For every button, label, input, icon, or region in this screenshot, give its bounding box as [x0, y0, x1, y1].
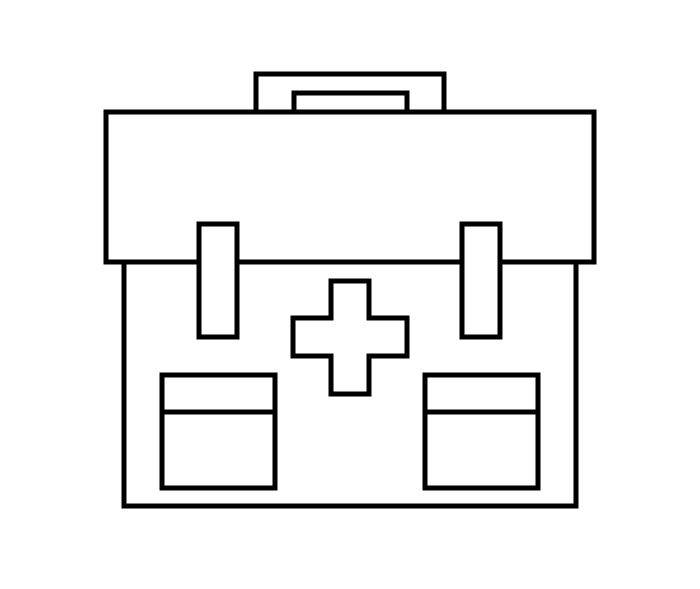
right-strap [459, 221, 503, 340]
left-strap [196, 221, 240, 340]
right-pocket [422, 372, 541, 491]
case-lid [103, 109, 597, 265]
left-pocket [159, 372, 278, 491]
medical-cross-icon [290, 278, 410, 397]
